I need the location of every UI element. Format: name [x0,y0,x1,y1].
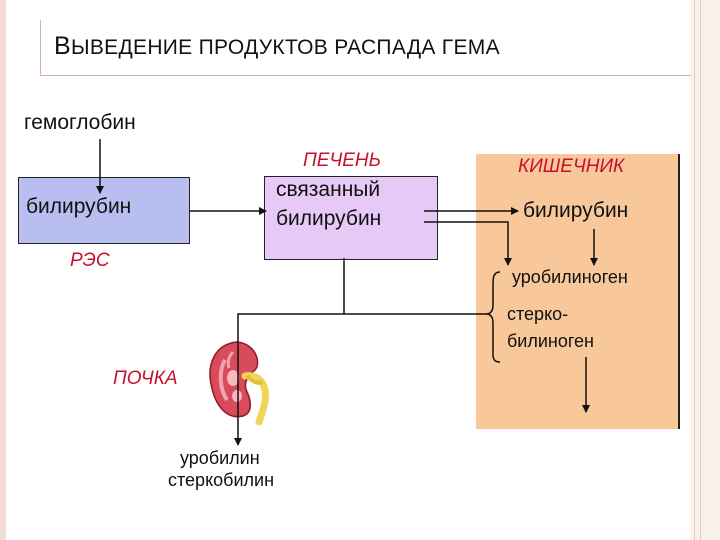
res-box [18,177,190,244]
slide-frame-right [690,0,720,540]
intestine-bilirubin-label: билирубин [523,199,629,222]
res-bilirubin-label: билирубин [26,195,132,218]
intestine-box [476,154,680,429]
liver-label: ПЕЧЕНЬ [303,150,381,171]
intestine-label: КИШЕЧНИК [518,156,625,177]
arrow-to-kidney [234,313,486,446]
bracket [485,271,501,363]
kidney-icon [209,341,269,426]
slide-frame-left [0,0,6,540]
res-label: РЭС [70,250,110,271]
stercobilin-label: стеркобилин [168,470,275,490]
slide-title: ВЫВЕДЕНИЕ ПРОДУКТОВ РАСПАДА ГЕМА [54,32,500,60]
bound-bilirubin-line2: билирубин [276,207,382,230]
stercobilinogen-line1: стерко- [507,304,569,324]
title-frame [40,20,691,76]
kidney-label: ПОЧКА [113,368,178,389]
stercobilinogen-line2: билиноген [507,331,594,351]
urobilinogen-label: уробилиноген [512,267,628,287]
arrow-liver-to-urobilinogen [424,221,512,266]
hemoglobin-label: гемоглобин [24,111,136,134]
urobilin-label: уробилин [180,448,260,468]
liver-box [264,176,438,260]
bound-bilirubin-line1: связанный [276,178,381,201]
